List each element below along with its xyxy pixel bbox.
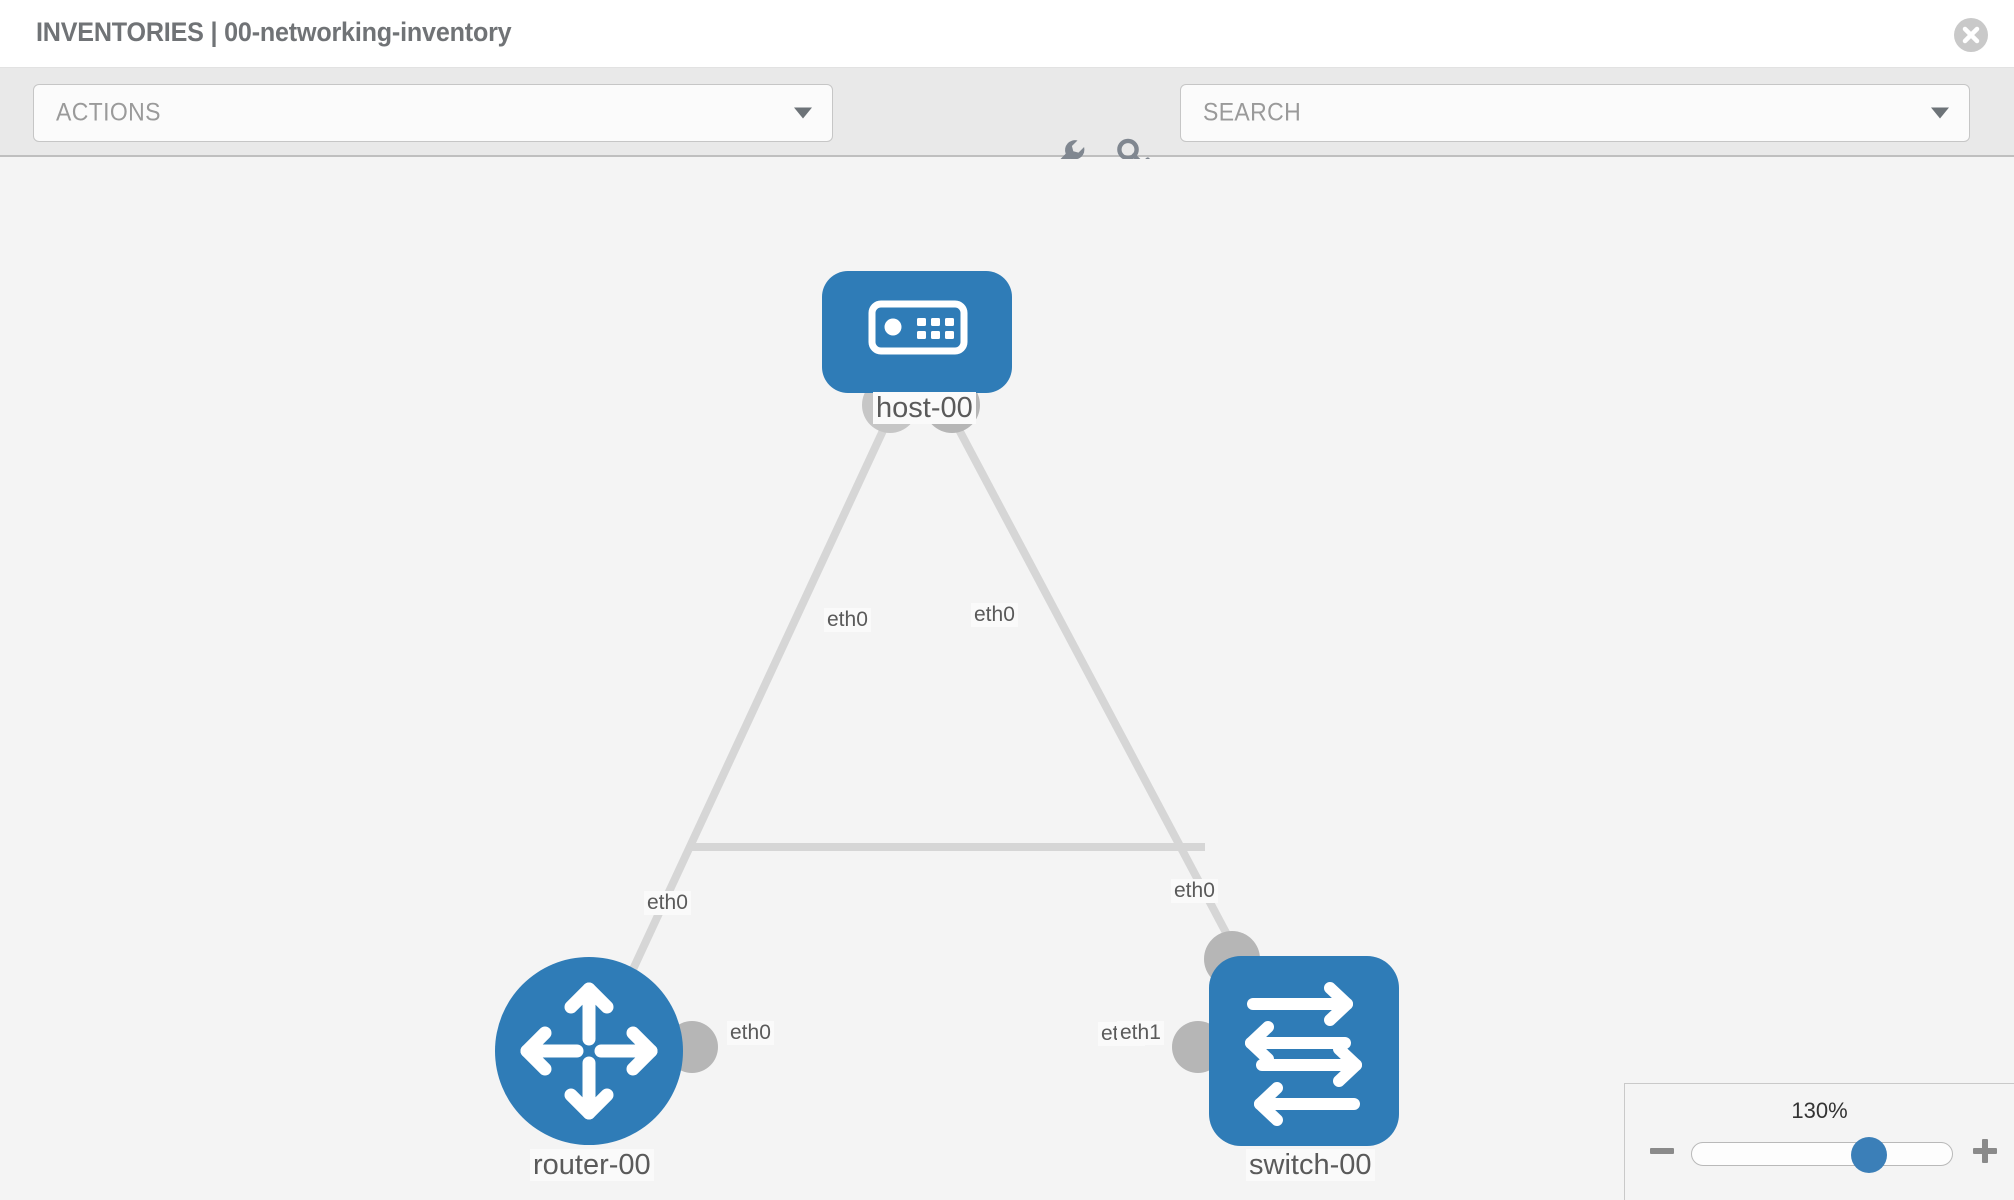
toolbar: ACTIONS SEARCH — [0, 68, 2014, 173]
link-host-switch[interactable] — [944, 407, 1244, 961]
port-label: eth1 — [1117, 1021, 1164, 1046]
zoom-slider-track[interactable] — [1691, 1137, 1953, 1173]
chevron-down-icon — [794, 107, 812, 119]
plus-icon-glyph — [1973, 1139, 1997, 1163]
port-label: eth0 — [644, 891, 691, 916]
node-router[interactable] — [495, 957, 683, 1145]
minus-icon[interactable] — [1647, 1136, 1677, 1166]
node-label-switch: switch-00 — [1246, 1149, 1375, 1182]
node-label-router: router-00 — [530, 1149, 654, 1182]
node-host[interactable] — [822, 271, 1012, 393]
port-label: eth0 — [824, 608, 871, 633]
actions-dropdown-label: ACTIONS — [56, 98, 161, 127]
actions-dropdown[interactable]: ACTIONS — [33, 84, 833, 142]
zoom-slider-thumb[interactable] — [1850, 1137, 1887, 1173]
search-dropdown[interactable]: SEARCH — [1180, 84, 1970, 142]
topology-graph — [495, 271, 1399, 1146]
port-label: eth0 — [1171, 879, 1218, 904]
minus-icon-glyph — [1650, 1148, 1674, 1154]
node-switch[interactable] — [1209, 956, 1399, 1146]
chevron-down-icon — [1931, 107, 1949, 119]
zoom-level-value: 130% — [1791, 1098, 1848, 1123]
zoom-control: 130% — [1624, 1083, 2014, 1200]
topology-canvas[interactable]: host-00 router-00 switch-00 eth0 eth0 et… — [0, 159, 2014, 1200]
port-label: eth0 — [971, 603, 1018, 628]
page-title: INVENTORIES | 00-networking-inventory — [36, 17, 512, 47]
node-label-host: host-00 — [873, 392, 976, 425]
title-bar: INVENTORIES | 00-networking-inventory — [0, 0, 2014, 68]
close-icon[interactable] — [1954, 18, 1988, 52]
search-input-placeholder: SEARCH — [1203, 98, 1302, 127]
port-label: eth0 — [727, 1021, 774, 1046]
link-router-host[interactable] — [605, 407, 897, 1023]
plus-icon[interactable] — [1970, 1136, 2000, 1166]
close-icon-glyph — [1962, 26, 1980, 44]
